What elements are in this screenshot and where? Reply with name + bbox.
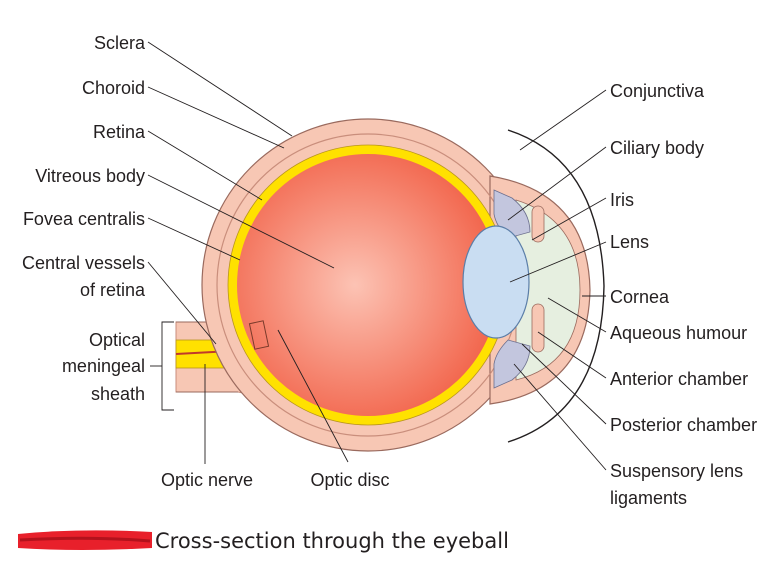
iris-upper-shape — [493, 189, 531, 239]
label-iris: Iris — [610, 190, 634, 210]
caption-text: Cross-section through the eyeball — [155, 529, 509, 553]
leader-choroid — [147, 86, 285, 149]
vitreous-body-shape — [237, 154, 499, 416]
label-anterior-chamber: Anterior chamber — [610, 369, 748, 389]
leader-anterior — [537, 331, 607, 379]
label-lens: Lens — [610, 232, 649, 252]
leader-lens — [509, 241, 607, 283]
label-conjunctiva: Conjunctiva — [610, 81, 705, 101]
leader-fovea — [147, 217, 241, 261]
leader-suspensory — [513, 363, 607, 471]
label-retina: Retina — [93, 122, 146, 142]
label-central-vessels-2: of retina — [80, 280, 146, 300]
leader-aqueous — [547, 297, 607, 333]
label-optical-3: sheath — [91, 384, 145, 404]
label-vitreous-body: Vitreous body — [35, 166, 145, 186]
label-fovea-centralis: Fovea centralis — [23, 209, 145, 229]
redaction-mark — [18, 530, 152, 550]
leader-sclera — [147, 41, 293, 137]
leader-ciliary-body — [507, 146, 607, 221]
label-posterior-chamber: Posterior chamber — [610, 415, 757, 435]
lens-shape — [462, 225, 530, 339]
leader-optic-disc — [277, 329, 349, 463]
label-optic-nerve: Optic nerve — [161, 470, 253, 490]
label-sclera: Sclera — [94, 33, 146, 53]
leader-iris — [531, 197, 607, 241]
label-optical-1: Optical — [89, 330, 145, 350]
leader-vitreous — [147, 174, 335, 269]
label-cornea: Cornea — [610, 287, 670, 307]
leader-posterior — [521, 343, 607, 425]
iris-flap-lower — [531, 303, 545, 353]
leader-central-vessels — [147, 261, 217, 345]
iris-flap-upper — [531, 205, 545, 243]
label-suspensory-2: ligaments — [610, 488, 687, 508]
redaction-mark-stroke — [19, 536, 151, 543]
label-aqueous-humour: Aqueous humour — [610, 323, 747, 343]
sheath-bracket — [161, 321, 174, 411]
label-central-vessels-1: Central vessels — [22, 253, 145, 273]
label-choroid: Choroid — [82, 78, 145, 98]
iris-lower-shape — [493, 339, 531, 389]
label-optic-disc: Optic disc — [310, 470, 389, 490]
leader-conjunctiva — [519, 89, 607, 151]
label-ciliary-body: Ciliary body — [610, 138, 704, 158]
optic-disc-box — [248, 320, 270, 350]
label-suspensory-1: Suspensory lens — [610, 461, 743, 481]
leader-retina — [147, 130, 263, 201]
label-optical-2: meningeal — [62, 356, 145, 376]
